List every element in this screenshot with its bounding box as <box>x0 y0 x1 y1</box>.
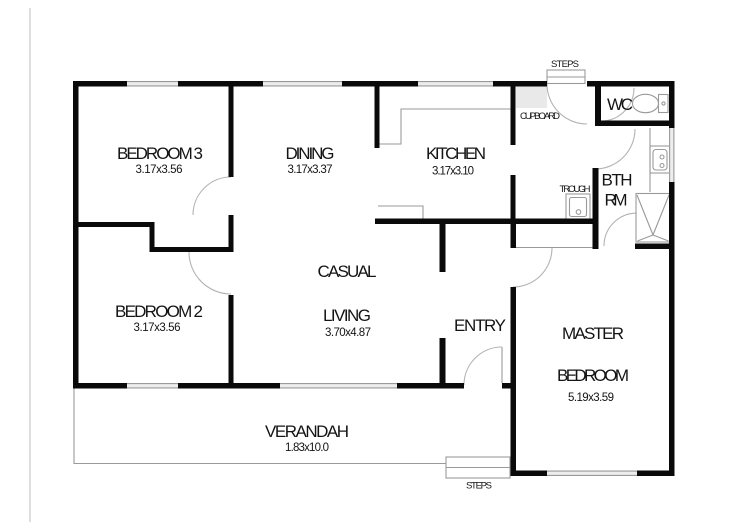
room-dims-master-bedroom: 5.19x3.59 <box>568 392 614 404</box>
window <box>418 81 493 87</box>
room-label-kitchen: KITCHEN <box>426 144 486 163</box>
room-label-wc: WC <box>607 95 633 114</box>
cupboard-fixture <box>516 86 547 108</box>
room-dims-casual-living: 3.70x4.87 <box>325 327 371 339</box>
room-dims-bedroom2: 3.17x3.56 <box>134 322 181 334</box>
master-door-arc <box>512 247 553 288</box>
window <box>127 383 178 389</box>
bathroom-rear-door-arc <box>603 212 638 247</box>
vanity-basin-icon <box>649 128 671 192</box>
steps-top-box <box>546 69 586 85</box>
walls <box>73 81 675 476</box>
windows <box>127 81 675 476</box>
kitchen-counter <box>378 108 511 219</box>
window <box>263 81 342 87</box>
label-steps-top: STEPS <box>551 59 579 70</box>
verandah-outline <box>73 388 446 465</box>
room-dims-bedroom3: 3.17x3.56 <box>136 164 183 176</box>
room-label-dining: DINING <box>286 144 335 163</box>
door-swing-arcs <box>188 83 638 386</box>
bath-icon <box>635 192 671 243</box>
opening-lines <box>501 246 593 383</box>
room-label-rm: RM <box>605 191 628 210</box>
window <box>280 383 397 389</box>
label-steps-bottom: STEPS <box>466 481 492 492</box>
window <box>127 81 178 87</box>
label-cupboard: CUPBOARD <box>520 111 560 122</box>
room-label-master: MASTER <box>562 324 624 343</box>
bedroom3-door-arc <box>192 176 232 216</box>
label-trough: TROUGH <box>560 184 591 195</box>
room-dims-dining: 3.17x3.37 <box>288 164 333 176</box>
room-label-casual: CASUAL <box>318 262 377 281</box>
bedroom2-door-arc <box>188 251 232 295</box>
room-label-living: LIVING <box>323 306 371 325</box>
wc-door-arc <box>600 87 635 122</box>
toilet-icon <box>631 93 669 114</box>
room-label-bth: BTH <box>602 171 633 190</box>
back-door-arc <box>546 83 588 125</box>
trough-fixture <box>565 193 591 221</box>
room-label-bedroom2: BEDROOM 2 <box>115 302 203 321</box>
bathroom-door-arc <box>594 128 636 170</box>
room-label-bedroom3: BEDROOM 3 <box>117 144 203 163</box>
room-dims-kitchen: 3.17x3.10 <box>432 166 474 178</box>
room-label-verandah: VERANDAH <box>265 422 349 441</box>
front-door-arc <box>463 346 503 386</box>
room-dims-verandah: 1.83x10.0 <box>285 442 329 454</box>
room-label-entry: ENTRY <box>454 316 506 335</box>
room-label-master-bedroom: BEDROOM <box>557 366 629 385</box>
steps-bottom-box <box>445 456 511 479</box>
window <box>547 470 637 476</box>
window <box>669 128 675 182</box>
